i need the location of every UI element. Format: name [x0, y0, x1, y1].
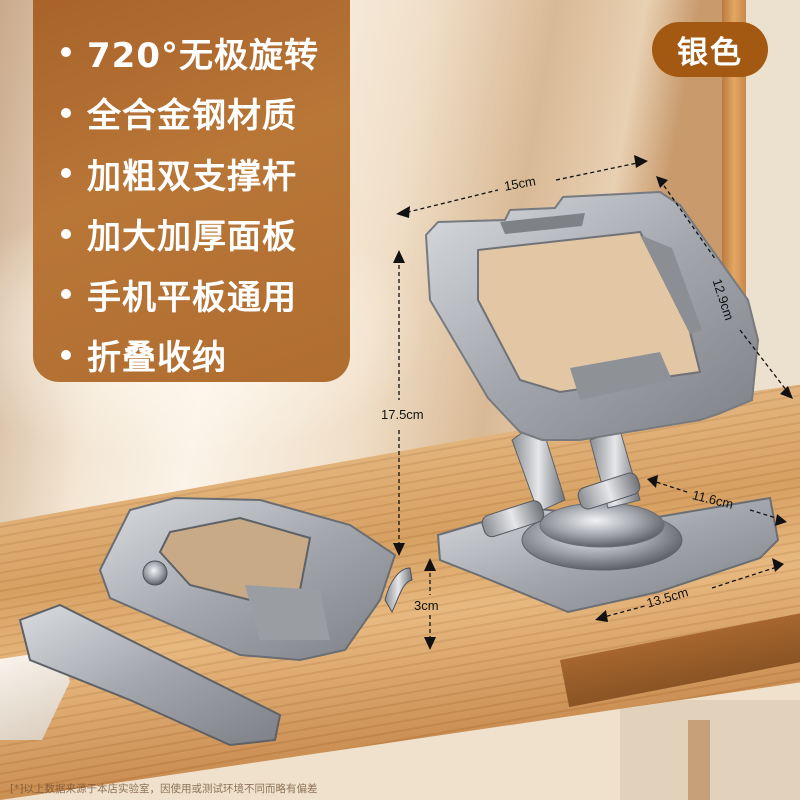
- table-leg: [688, 720, 710, 800]
- bullet-icon: [61, 228, 71, 239]
- bullet-icon: [61, 349, 71, 360]
- feature-item: 加大加厚面板: [61, 204, 350, 265]
- silver-rotating-stand-icon: [424, 190, 780, 614]
- color-badge: 银色: [652, 22, 768, 77]
- feature-label: 720°无极旋转: [87, 35, 319, 76]
- feature-item: 加粗双支撑杆: [61, 143, 350, 204]
- dimension-arrows: [393, 155, 793, 650]
- dimension-label-folded-thickness: 3cm: [414, 598, 439, 613]
- feature-label: 加大加厚面板: [87, 217, 297, 258]
- feature-item: 全合金钢材质: [61, 83, 350, 144]
- feature-item: 折叠收纳: [61, 325, 350, 386]
- bullet-icon: [61, 168, 71, 179]
- feature-label: 手机平板通用: [87, 277, 297, 318]
- feature-list: 720°无极旋转 全合金钢材质 加粗双支撑杆 加大加厚面板 手机平板通用 折叠收…: [33, 0, 350, 385]
- folded-stand-icon: [18, 496, 413, 747]
- feature-label: 加粗双支撑杆: [87, 156, 297, 197]
- feature-label: 折叠收纳: [87, 338, 227, 379]
- feature-item: 手机平板通用: [61, 264, 350, 325]
- bullet-icon: [61, 289, 71, 300]
- feature-item: 720°无极旋转: [61, 22, 350, 83]
- bullet-icon: [61, 47, 71, 58]
- dimension-label-stand-height: 17.5cm: [381, 407, 424, 422]
- bullet-icon: [61, 107, 71, 118]
- floor-background: [620, 700, 800, 800]
- disclaimer-footnote: [*]以上数据来源于本店实验室，因使用或测试环境不同而略有偏差: [10, 783, 318, 795]
- feature-panel: 720°无极旋转 全合金钢材质 加粗双支撑杆 加大加厚面板 手机平板通用 折叠收…: [33, 0, 350, 382]
- feature-label: 全合金钢材质: [87, 96, 297, 137]
